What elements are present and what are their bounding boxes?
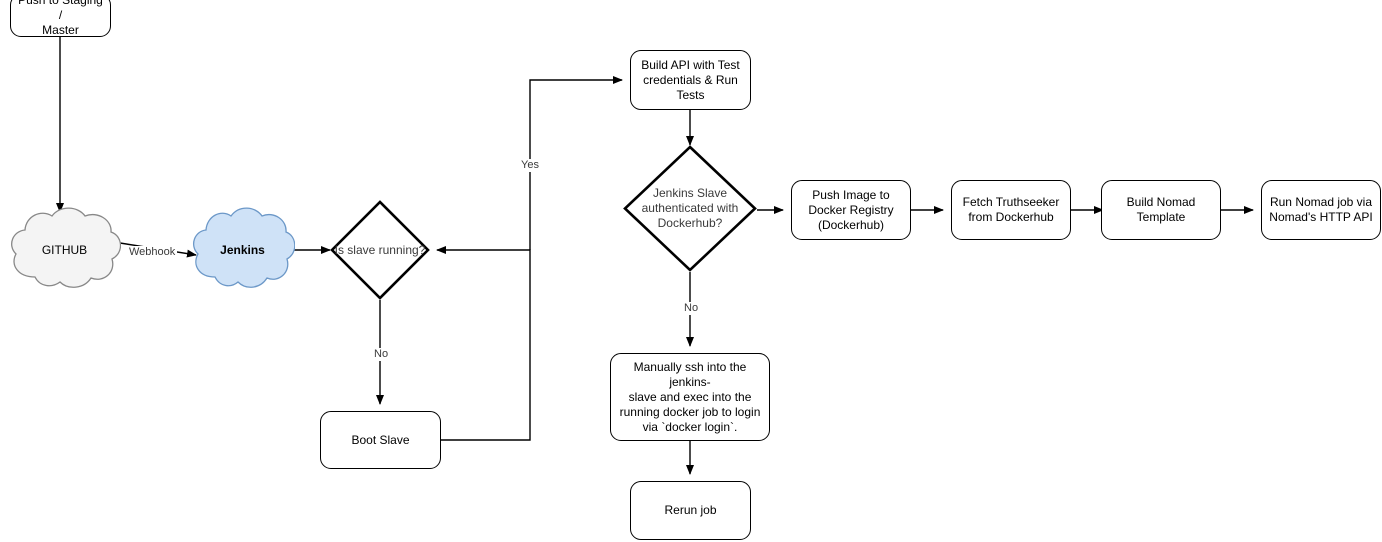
node-build-api-label: Build API with Test credentials & Run Te… (641, 57, 740, 102)
node-build-nomad-template[interactable]: Build Nomad Template (1101, 180, 1221, 240)
node-jenkins-auth-label: Jenkins Slave authenticated with Dockerh… (641, 186, 739, 230)
edge-decision-yes-to-build-api (529, 76, 623, 250)
node-is-slave-running-label: Is slave running? (334, 242, 426, 257)
node-github[interactable]: GITHUB (8, 207, 121, 293)
edge-label-slave-yes: Yes (519, 159, 541, 172)
edge-boot-slave-loop (436, 246, 531, 441)
edge-label-slave-no: No (372, 348, 391, 361)
node-push-to-staging-label: Push to Staging / Master (18, 0, 103, 37)
node-boot-slave-label: Boot Slave (351, 432, 410, 447)
node-github-label: GITHUB (41, 242, 88, 257)
node-fetch-truthseeker[interactable]: Fetch Truthseeker from Dockerhub (951, 180, 1071, 240)
node-build-api[interactable]: Build API with Test credentials & Run Te… (630, 50, 751, 110)
node-manual-ssh-label: Manually ssh into the jenkins- slave and… (619, 359, 761, 434)
node-manual-ssh[interactable]: Manually ssh into the jenkins- slave and… (610, 353, 770, 441)
node-jenkins-auth[interactable]: Jenkins Slave authenticated with Dockerh… (623, 145, 757, 272)
node-push-to-staging[interactable]: Push to Staging / Master (10, 0, 111, 37)
node-push-image-label: Push Image to Docker Registry (Dockerhub… (808, 187, 894, 232)
node-build-nomad-template-label: Build Nomad Template (1126, 195, 1196, 224)
diamond-shape-jenkins-auth (623, 145, 757, 272)
node-is-slave-running[interactable]: Is slave running? (330, 200, 430, 300)
node-run-nomad-job-label: Run Nomad job via Nomad's HTTP API (1269, 195, 1373, 224)
node-rerun-job-label: Rerun job (664, 503, 717, 517)
cloud-shape-jenkins (193, 207, 295, 288)
cloud-shape-github (11, 207, 121, 288)
node-push-image[interactable]: Push Image to Docker Registry (Dockerhub… (791, 180, 911, 240)
node-jenkins-label: Jenkins (220, 242, 265, 257)
edge-label-webhook: Webhook (127, 246, 178, 259)
node-rerun-job[interactable]: Rerun job (630, 481, 751, 540)
node-fetch-truthseeker-label: Fetch Truthseeker from Dockerhub (962, 195, 1060, 224)
node-jenkins[interactable]: Jenkins (190, 207, 295, 293)
node-boot-slave[interactable]: Boot Slave (320, 411, 441, 469)
node-run-nomad-job[interactable]: Run Nomad job via Nomad's HTTP API (1261, 180, 1381, 240)
edge-label-auth-no: No (682, 302, 701, 315)
diamond-shape-is-slave-running (330, 200, 430, 300)
